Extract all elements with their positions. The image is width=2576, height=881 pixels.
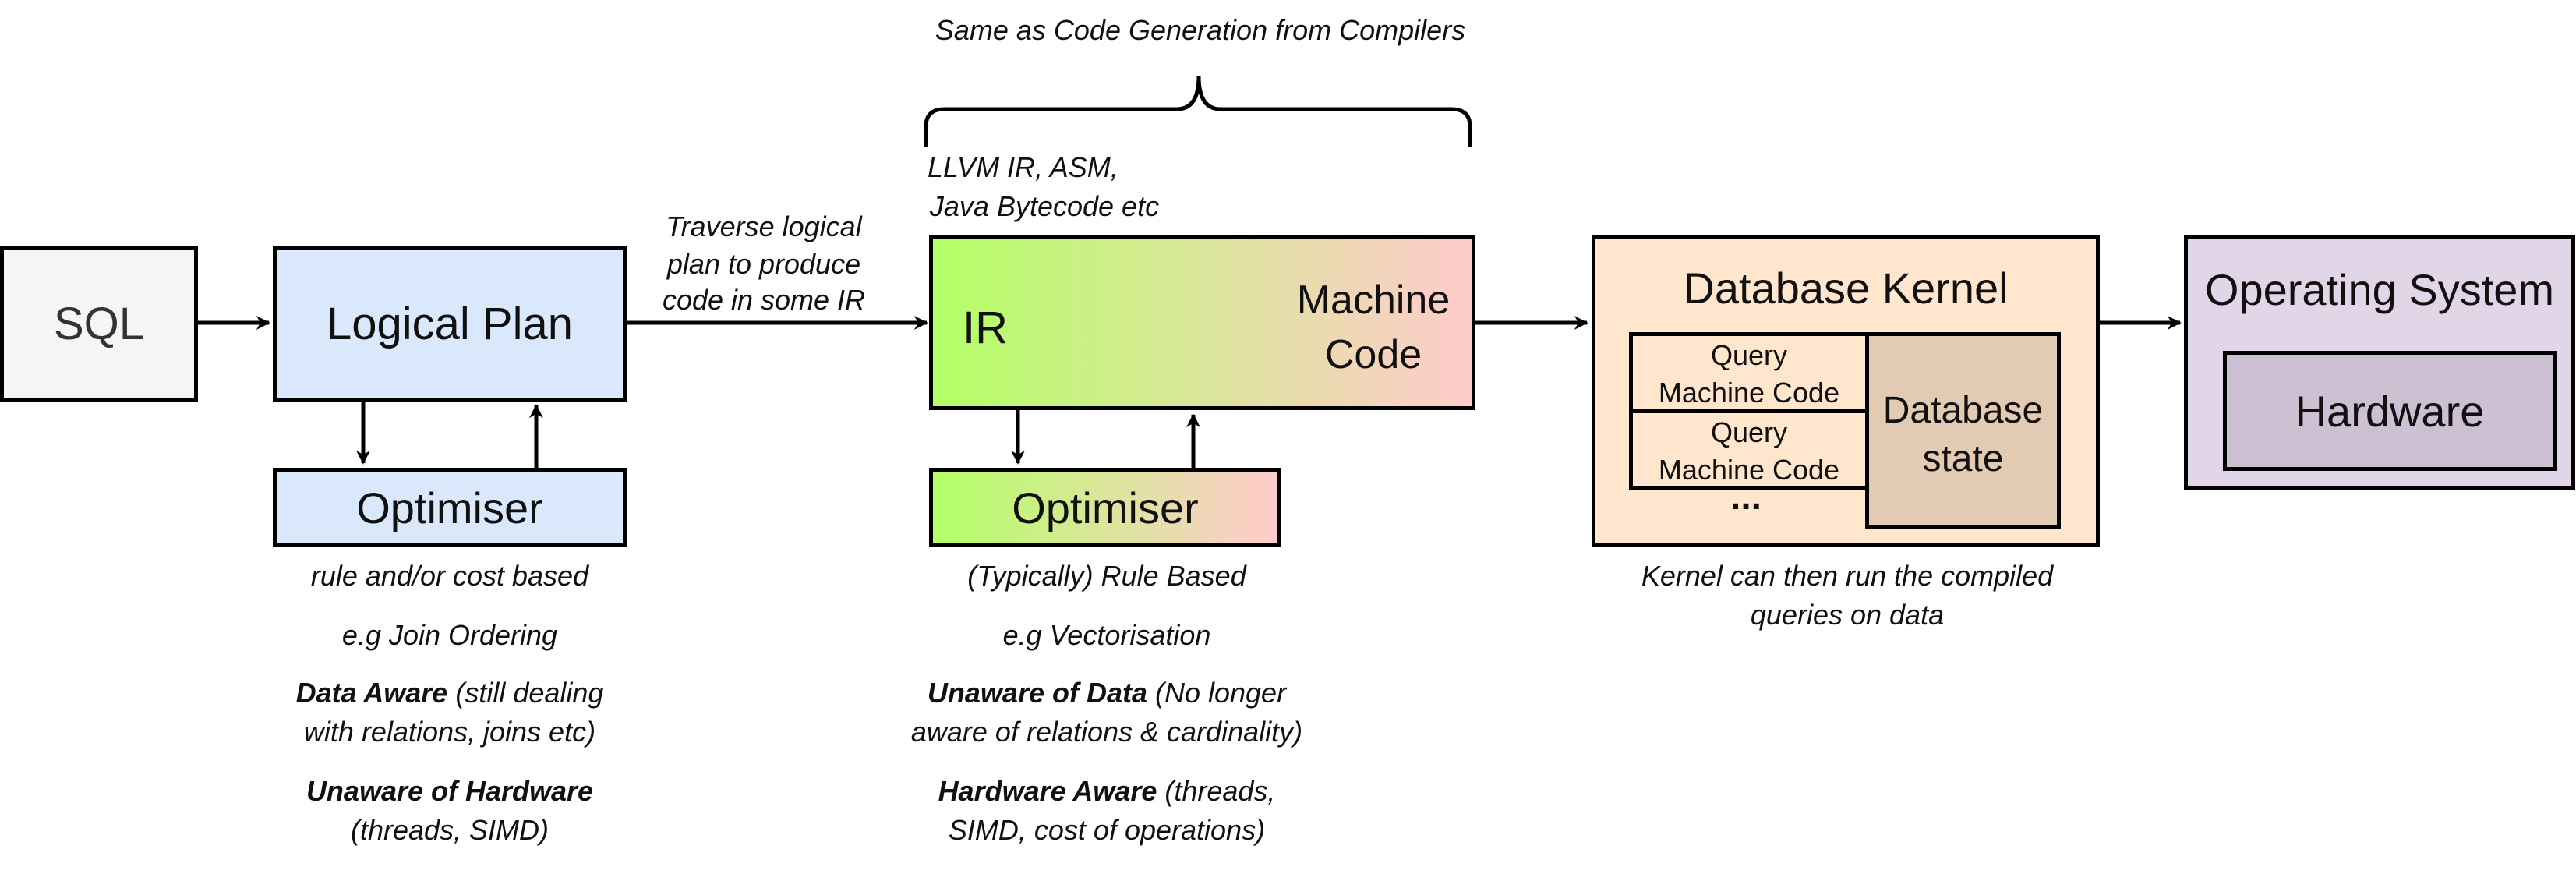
mid-note-data-rest1: (No longer	[1147, 677, 1287, 709]
ir-label: IR	[963, 303, 1008, 353]
query-machine-code-1: Query Machine Code	[1629, 332, 1869, 413]
traverse-label-line2: plan to produce	[666, 248, 861, 280]
database-state-line1: Database	[1882, 390, 2044, 431]
kernel-note-line2: queries on data	[1750, 599, 1945, 631]
left-note-hw-rest: (threads, SIMD)	[350, 814, 549, 846]
operating-system-label: Operating System	[2204, 265, 2555, 314]
left-note-data-rest1: (still dealing	[447, 677, 604, 709]
kernel-note-line1: Kernel can then run the compiled	[1641, 560, 2054, 592]
mid-note-hw: Hardware Aware (threads,	[811, 775, 1403, 808]
mid-note-hw-bold: Hardware Aware	[938, 775, 1157, 807]
left-note-data-rest2: with relations, joins etc)	[303, 716, 596, 748]
top-note: Same as Code Generation from Compilers	[935, 14, 1466, 46]
hardware-label: Hardware	[2295, 386, 2485, 436]
left-note-data-bold: Data Aware	[295, 677, 448, 709]
logical-plan-node: Logical Plan	[273, 246, 627, 402]
machine-code-line2: Code	[1324, 332, 1422, 377]
mid-note-rule: (Typically) Rule Based	[967, 560, 1246, 592]
query1-line1: Query	[1710, 339, 1788, 371]
database-kernel-label: Database Kernel	[1683, 264, 2009, 313]
sql-label: SQL	[53, 299, 145, 349]
mid-note-data-bold: Unaware of Data	[927, 677, 1147, 709]
optimiser-left-node: Optimiser	[273, 468, 627, 547]
left-note-data: Data Aware (still dealing	[210, 677, 689, 709]
query1-line2: Machine Code	[1658, 377, 1840, 409]
optimiser-mid-label: Optimiser	[1012, 483, 1199, 532]
mid-note-hw-rest2: SIMD, cost of operations)	[948, 814, 1266, 846]
machine-code-line1: Machine	[1296, 278, 1451, 323]
ir-note-line1: LLVM IR, ASM,	[928, 151, 1118, 183]
ir-note-line2: Java Bytecode etc	[929, 190, 1160, 222]
optimiser-mid-node: Optimiser	[929, 468, 1281, 547]
mid-note-hw-rest1: (threads,	[1157, 775, 1276, 807]
database-state-node: Database state	[1865, 332, 2061, 529]
mid-note-data-rest2: aware of relations & cardinality)	[910, 716, 1303, 748]
query-ellipsis: ...	[1730, 476, 1762, 518]
traverse-label-line3: code in some IR	[662, 284, 866, 316]
ir-machine-code-node: IR Machine Code	[929, 235, 1475, 410]
query-machine-code-2: Query Machine Code	[1629, 409, 1869, 490]
compiler-brace	[924, 76, 1472, 147]
database-state-line2: state	[1922, 438, 2004, 479]
left-note-cost: rule and/or cost based	[310, 560, 589, 592]
query2-line1: Query	[1710, 416, 1788, 448]
left-note-example: e.g Join Ordering	[341, 619, 558, 651]
traverse-label-line1: Traverse logical	[666, 211, 862, 242]
left-note-hw-bold: Unaware of Hardware	[306, 775, 594, 807]
query2-line2: Machine Code	[1658, 454, 1840, 486]
logical-plan-label: Logical Plan	[327, 299, 573, 349]
mid-note-example: e.g Vectorisation	[1002, 619, 1211, 651]
sql-node: SQL	[0, 246, 198, 402]
mid-note-data: Unaware of Data (No longer	[811, 677, 1403, 709]
hardware-node: Hardware	[2223, 351, 2557, 471]
optimiser-left-label: Optimiser	[356, 483, 543, 532]
